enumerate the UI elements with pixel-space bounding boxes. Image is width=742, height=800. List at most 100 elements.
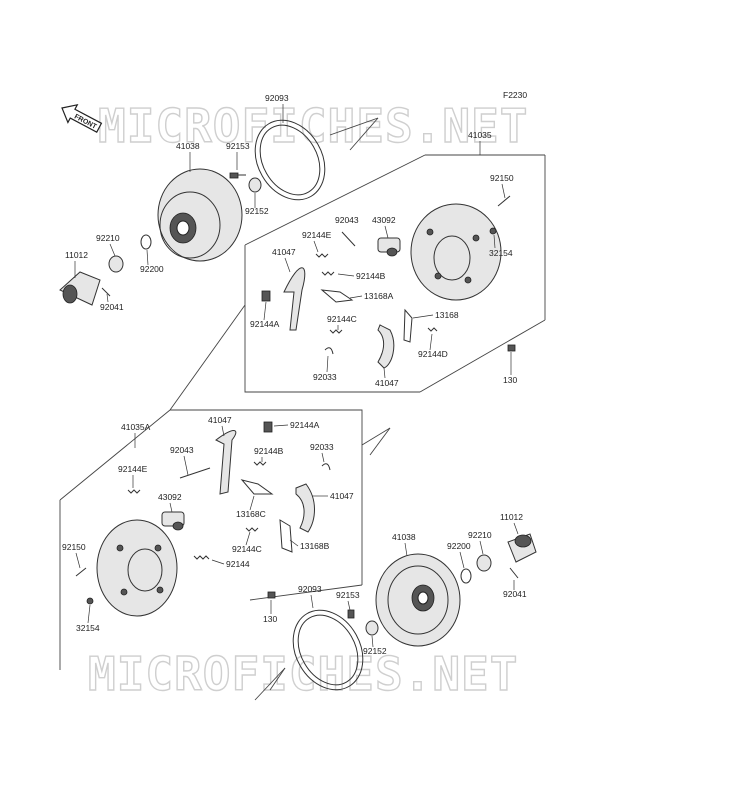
nut-92152-top [248, 177, 262, 193]
leader-line [326, 355, 329, 373]
leader-line [249, 495, 255, 511]
leader-line [347, 600, 351, 611]
seal-ring-bottom [292, 609, 364, 691]
backing-plate-top [410, 203, 502, 301]
watermark-bottom: MICROFICHES.NET [88, 647, 518, 701]
callout-label: 92144B [254, 446, 284, 456]
callout-label: 41035A [121, 422, 151, 432]
spring-92033-top [324, 347, 334, 355]
backing-plate-bottom [96, 519, 178, 617]
callout-label: 92144B [356, 271, 386, 281]
leader-line [75, 552, 81, 569]
front-arrow-icon: FRONT [61, 103, 103, 133]
callout-label: 92152 [363, 646, 387, 656]
bolt-32154-bottom [86, 597, 94, 605]
pin-92043-top [341, 231, 356, 247]
callout-label: 41047 [272, 247, 296, 257]
nut-92210-top [108, 255, 124, 273]
brake-drum-top [157, 168, 243, 262]
bolt-92153-bottom [347, 609, 355, 619]
pin-92043-bottom [179, 467, 211, 479]
callout-label: 130 [263, 614, 277, 624]
lever-13168B-bottom [279, 519, 293, 553]
lever-13168A-top [320, 289, 354, 303]
callout-label: 13168 [435, 310, 459, 320]
brake-shoe-bottom-b [295, 483, 315, 533]
callout-label: 13168A [364, 291, 394, 301]
callout-label: 92144C [232, 544, 262, 554]
callout-label: 43092 [372, 215, 396, 225]
bottom-assembly-frame [59, 409, 391, 701]
callout-label: 32154 [489, 248, 513, 258]
cap-11012-bottom [507, 533, 537, 563]
pin-92041-bottom [509, 567, 519, 579]
leader-line [273, 424, 289, 427]
leader-line [146, 249, 149, 266]
callout-label: 92150 [62, 542, 86, 552]
bolt-32154-top [489, 227, 497, 235]
callout-label: 92150 [490, 173, 514, 183]
spring-92144E-top [315, 253, 329, 258]
leader-line [211, 559, 225, 565]
nut-92152-bottom [365, 620, 379, 636]
leader-line [245, 531, 251, 546]
leader-line [169, 502, 173, 513]
callout-label: 11012 [65, 250, 88, 260]
watermark-top: MICROFICHES.NET [98, 99, 528, 153]
callout-label: 13168C [236, 509, 266, 519]
spring-92144C-top [329, 329, 343, 334]
callout-label: 41038 [176, 141, 200, 151]
callout-label: 92093 [265, 93, 289, 103]
clip-92144A-bottom [263, 421, 273, 433]
callout-label: 92144E [302, 230, 332, 240]
spring-92144-bottom [193, 555, 210, 560]
leader-line [310, 594, 314, 609]
callout-label: 41038 [392, 532, 416, 542]
washer-92200-top [140, 234, 152, 250]
bolt-130-top [507, 344, 516, 352]
callout-label: 92144A [250, 319, 280, 329]
pin-92041-top [101, 287, 111, 297]
leader-line [284, 257, 291, 273]
callout-label: 41047 [375, 378, 399, 388]
callout-label: 92144D [418, 349, 448, 359]
leader-line [371, 635, 374, 648]
callout-label: 92041 [100, 302, 124, 312]
callout-label: 92144 [226, 559, 250, 569]
callout-label: 13168B [300, 541, 330, 551]
leader-line [493, 234, 496, 249]
callout-label: 92093 [298, 584, 322, 594]
leader-line [429, 333, 433, 351]
callout-label: 92152 [245, 206, 269, 216]
callouts-top: 92093 41038 92153 92152 41035 92150 3215… [65, 93, 517, 388]
lever-13168C-bottom [240, 479, 274, 495]
callout-label: 92153 [336, 590, 360, 600]
callout-label: 92200 [140, 264, 164, 274]
spring-92144B-bottom [253, 461, 267, 466]
callout-label: 32154 [76, 623, 100, 633]
leader-line [87, 604, 91, 624]
brake-shoe-top-a [283, 267, 306, 331]
figure-code: F2230 [503, 90, 527, 100]
callout-label: 92144E [118, 464, 148, 474]
top-assembly-frame [169, 117, 546, 411]
cap-11012-top [59, 271, 101, 306]
spring-92144B-top [321, 271, 335, 276]
callout-label: 92033 [310, 442, 334, 452]
callouts-bottom: 41035A 41047 92144A 92043 92033 92144B 9… [62, 415, 527, 656]
leader-line [459, 551, 465, 569]
leader-line [384, 225, 389, 239]
wheel-cylinder-top [377, 237, 401, 257]
callout-label: 41047 [208, 415, 232, 425]
bolt-130-bottom [267, 591, 276, 599]
spring-92144C-bottom [245, 527, 259, 532]
brake-shoe-bottom-a [215, 430, 237, 495]
callout-label: 41047 [330, 491, 354, 501]
lever-13168-top [403, 308, 413, 343]
leader-line [313, 240, 319, 253]
spring-92144E-bottom [127, 489, 141, 494]
callout-label: 92033 [313, 372, 337, 382]
callout-label: 43092 [158, 492, 182, 502]
brake-shoe-top-b [377, 324, 395, 369]
